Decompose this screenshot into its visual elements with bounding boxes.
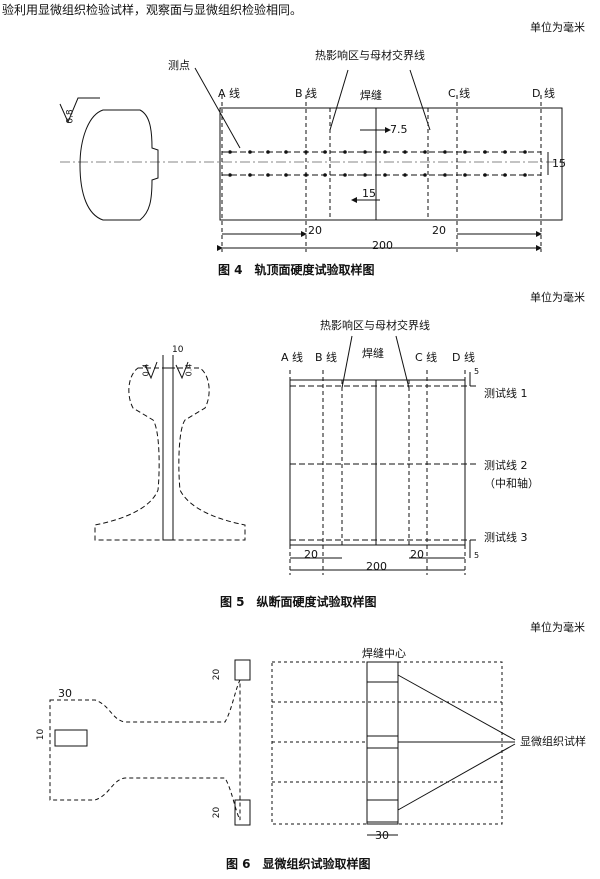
fig4-roughness: 0.8 (65, 109, 76, 124)
fig4-measure-points (228, 150, 527, 177)
fig5-weld-label: 焊缝 (362, 347, 384, 360)
fig4-point-label: 测点 (168, 59, 190, 72)
fig4-dim-center: 15 (362, 187, 376, 200)
fig5-dim-right: 20 (410, 548, 424, 561)
figure-4 (59, 67, 565, 252)
fig5-haz-label: 热影响区与母材交界线 (320, 319, 430, 332)
fig5-dim-width: 10 (172, 345, 184, 355)
fig4-weld-label: 焊缝 (360, 89, 382, 102)
fig6-dim-head-width: 30 (58, 687, 72, 700)
figure-5 (94, 335, 478, 575)
fig5-test-line-3: 测试线 3 (484, 531, 528, 544)
fig5-line-c: C 线 (415, 351, 438, 364)
fig5-roughness-right: 0.4 (184, 363, 194, 377)
unit-note-2: 单位为毫米 (530, 291, 585, 304)
fig5-dim-bottom: 5 (474, 551, 480, 560)
head-specimen (54, 729, 88, 747)
fig5-neutral-axis: （中和轴） (484, 477, 539, 490)
fig6-caption: 图 6 显微组织试验取样图 (226, 857, 371, 871)
longitudinal-plate (289, 379, 466, 546)
unit-note-3: 单位为毫米 (530, 621, 585, 634)
roughness-mark (59, 97, 100, 124)
intro-text: 验利用显微组织检验试样，观察面与显微组织检验相同。 (2, 3, 303, 17)
fig5-caption: 图 5 纵断面硬度试验取样图 (220, 595, 377, 609)
fig4-dim-spacing: 7.5 (390, 123, 408, 136)
fig6-dim-web-top: 20 (212, 668, 223, 681)
rail-section-profile (94, 367, 246, 541)
fig5-line-a: A 线 (281, 351, 304, 364)
fig6-weld-center: 焊缝中心 (362, 647, 406, 660)
fig4-dim-row-gap: 15 (552, 157, 566, 170)
rail-head-profile (79, 109, 159, 221)
fig5-dim-left: 20 (304, 548, 318, 561)
fig5-dim-top: 5 (474, 367, 480, 376)
fig5-dim-total: 200 (366, 560, 387, 573)
fig5-test-line-2: 测试线 2 (484, 459, 528, 472)
fig4-line-b: B 线 (295, 87, 318, 100)
fig6-dim-specimen-width: 30 (375, 829, 389, 842)
fig4-caption: 图 4 轨顶面硬度试验取样图 (218, 263, 375, 277)
unit-note-1: 单位为毫米 (530, 21, 585, 34)
fig4-haz-label: 热影响区与母材交界线 (315, 49, 425, 62)
figure-6 (49, 659, 516, 836)
rail-top-plate (219, 107, 563, 221)
fig4-dim-right: 20 (432, 224, 446, 237)
rail-section-rotated (49, 679, 241, 821)
fig4-dim-total: 200 (372, 239, 393, 252)
fig5-line-b: B 线 (315, 351, 338, 364)
fig4-line-a: A 线 (218, 87, 241, 100)
fig4-dim-left: 20 (308, 224, 322, 237)
fig6-specimen-label: 显微组织试样 (520, 735, 586, 748)
fig6-dim-foot: 20 (212, 806, 223, 819)
fig4-line-c: C 线 (448, 87, 471, 100)
fig5-roughness-left: 0.4 (141, 363, 151, 377)
fig5-test-line-1: 测试线 1 (484, 387, 528, 400)
fig4-line-d: D 线 (532, 87, 555, 100)
fig6-dim-head-height: 10 (36, 728, 47, 741)
specimen-strip (162, 367, 174, 541)
fig5-line-d: D 线 (452, 351, 475, 364)
